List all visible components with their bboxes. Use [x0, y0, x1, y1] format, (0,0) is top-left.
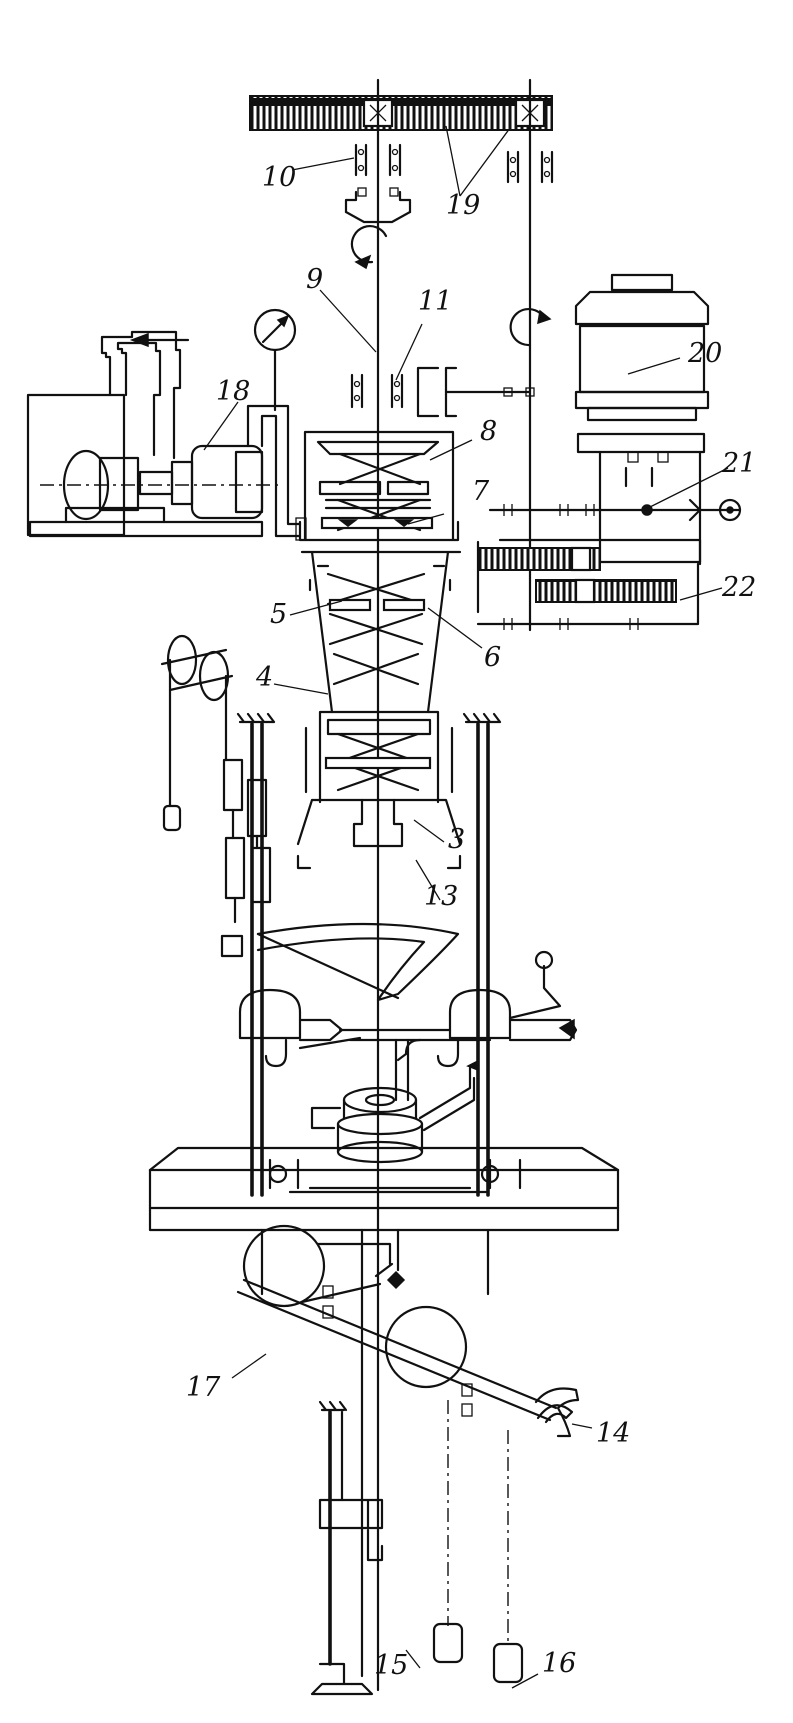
- curved-chute: [256, 922, 460, 1002]
- label-16: 16: [542, 1648, 576, 1679]
- base-table: [148, 1146, 620, 1232]
- label-4: 4: [255, 662, 273, 693]
- label-8: 8: [480, 416, 497, 447]
- stage-cone-lower: [304, 710, 454, 804]
- label-7: 7: [472, 476, 490, 507]
- weight-16: [492, 1642, 524, 1684]
- bottom-housing: [296, 798, 462, 870]
- top-gear-pair: [249, 95, 553, 131]
- stage-column: [298, 430, 460, 542]
- label-13: 13: [424, 881, 458, 912]
- counterweight-pulleys: [160, 634, 234, 832]
- rotation-arrow-drive: [509, 307, 544, 347]
- lever-system: [236, 1224, 580, 1678]
- crossbeam: [238, 950, 578, 1068]
- pump-unit: [26, 330, 307, 541]
- lower-actuator: [310, 1400, 384, 1696]
- label-3: 3: [448, 824, 465, 855]
- hydraulic-cylinders: [220, 758, 272, 958]
- label-15: 15: [374, 1650, 408, 1681]
- label-17: 17: [186, 1372, 221, 1403]
- label-6: 6: [484, 642, 501, 673]
- label-9: 9: [306, 264, 323, 295]
- shaft-coupling: [344, 187, 412, 224]
- label-22: 22: [721, 572, 756, 603]
- label-21: 21: [721, 448, 756, 479]
- right-upper-bearing: [506, 150, 554, 184]
- weight-15: [432, 1622, 464, 1664]
- pressure-gauge: [253, 308, 297, 412]
- label-14: 14: [596, 1418, 630, 1449]
- label-18: 18: [216, 376, 250, 407]
- label-10: 10: [262, 162, 296, 193]
- upper-bearing: [354, 143, 402, 177]
- label-20: 20: [687, 338, 722, 369]
- label-19: 19: [446, 190, 480, 221]
- electric-motor: [574, 273, 710, 564]
- leader-lines: [203, 125, 729, 1689]
- side-clutch: [416, 366, 535, 418]
- label-5: 5: [270, 599, 287, 630]
- middle-bearing: [350, 373, 404, 409]
- label-11: 11: [418, 286, 452, 317]
- gearbox: [476, 498, 742, 630]
- stage-cone-upper: [300, 550, 462, 714]
- sample-holder: [310, 1038, 480, 1164]
